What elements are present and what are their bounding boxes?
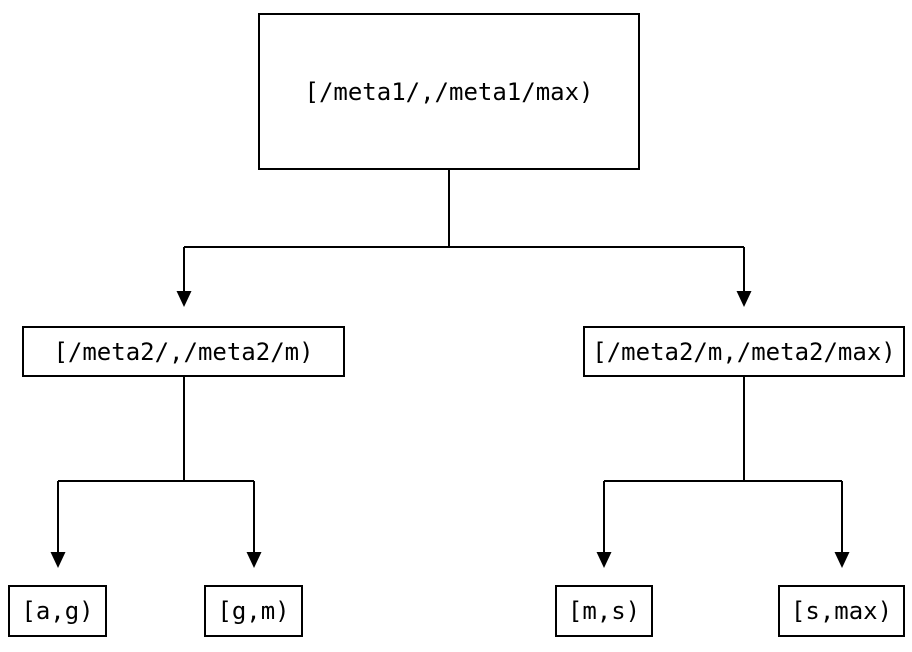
node-leaf-s-max: [s,max) [778, 585, 905, 637]
arrowhead-leaf-gm [246, 552, 262, 568]
arrowhead-right-child [736, 291, 752, 307]
node-leaf-a-g: [a,g) [8, 585, 107, 637]
edge-leftchild-to-leaves [57, 377, 255, 552]
node-leaf-g-m: [g,m) [204, 585, 303, 637]
arrowhead-left-child [176, 291, 192, 307]
node-root: [/meta1/,/meta1/max) [258, 13, 640, 170]
node-left-child-label: [/meta2/,/meta2/m) [53, 337, 314, 366]
node-leaf-m-s: [m,s) [555, 585, 653, 637]
node-right-child: [/meta2/m,/meta2/max) [583, 326, 905, 377]
node-right-child-label: [/meta2/m,/meta2/max) [592, 337, 896, 366]
arrowhead-leaf-ms [596, 552, 612, 568]
node-root-label: [/meta1/,/meta1/max) [304, 77, 594, 106]
arrowhead-leaf-smax [834, 552, 850, 568]
arrowhead-leaf-ag [50, 552, 66, 568]
node-left-child: [/meta2/,/meta2/m) [22, 326, 345, 377]
node-leaf-a-g-label: [a,g) [21, 597, 94, 625]
edge-rightchild-to-leaves [603, 377, 843, 552]
node-leaf-g-m-label: [g,m) [217, 597, 290, 625]
edge-root-to-children [183, 170, 745, 291]
node-leaf-m-s-label: [m,s) [567, 597, 641, 625]
node-leaf-s-max-label: [s,max) [790, 597, 893, 625]
